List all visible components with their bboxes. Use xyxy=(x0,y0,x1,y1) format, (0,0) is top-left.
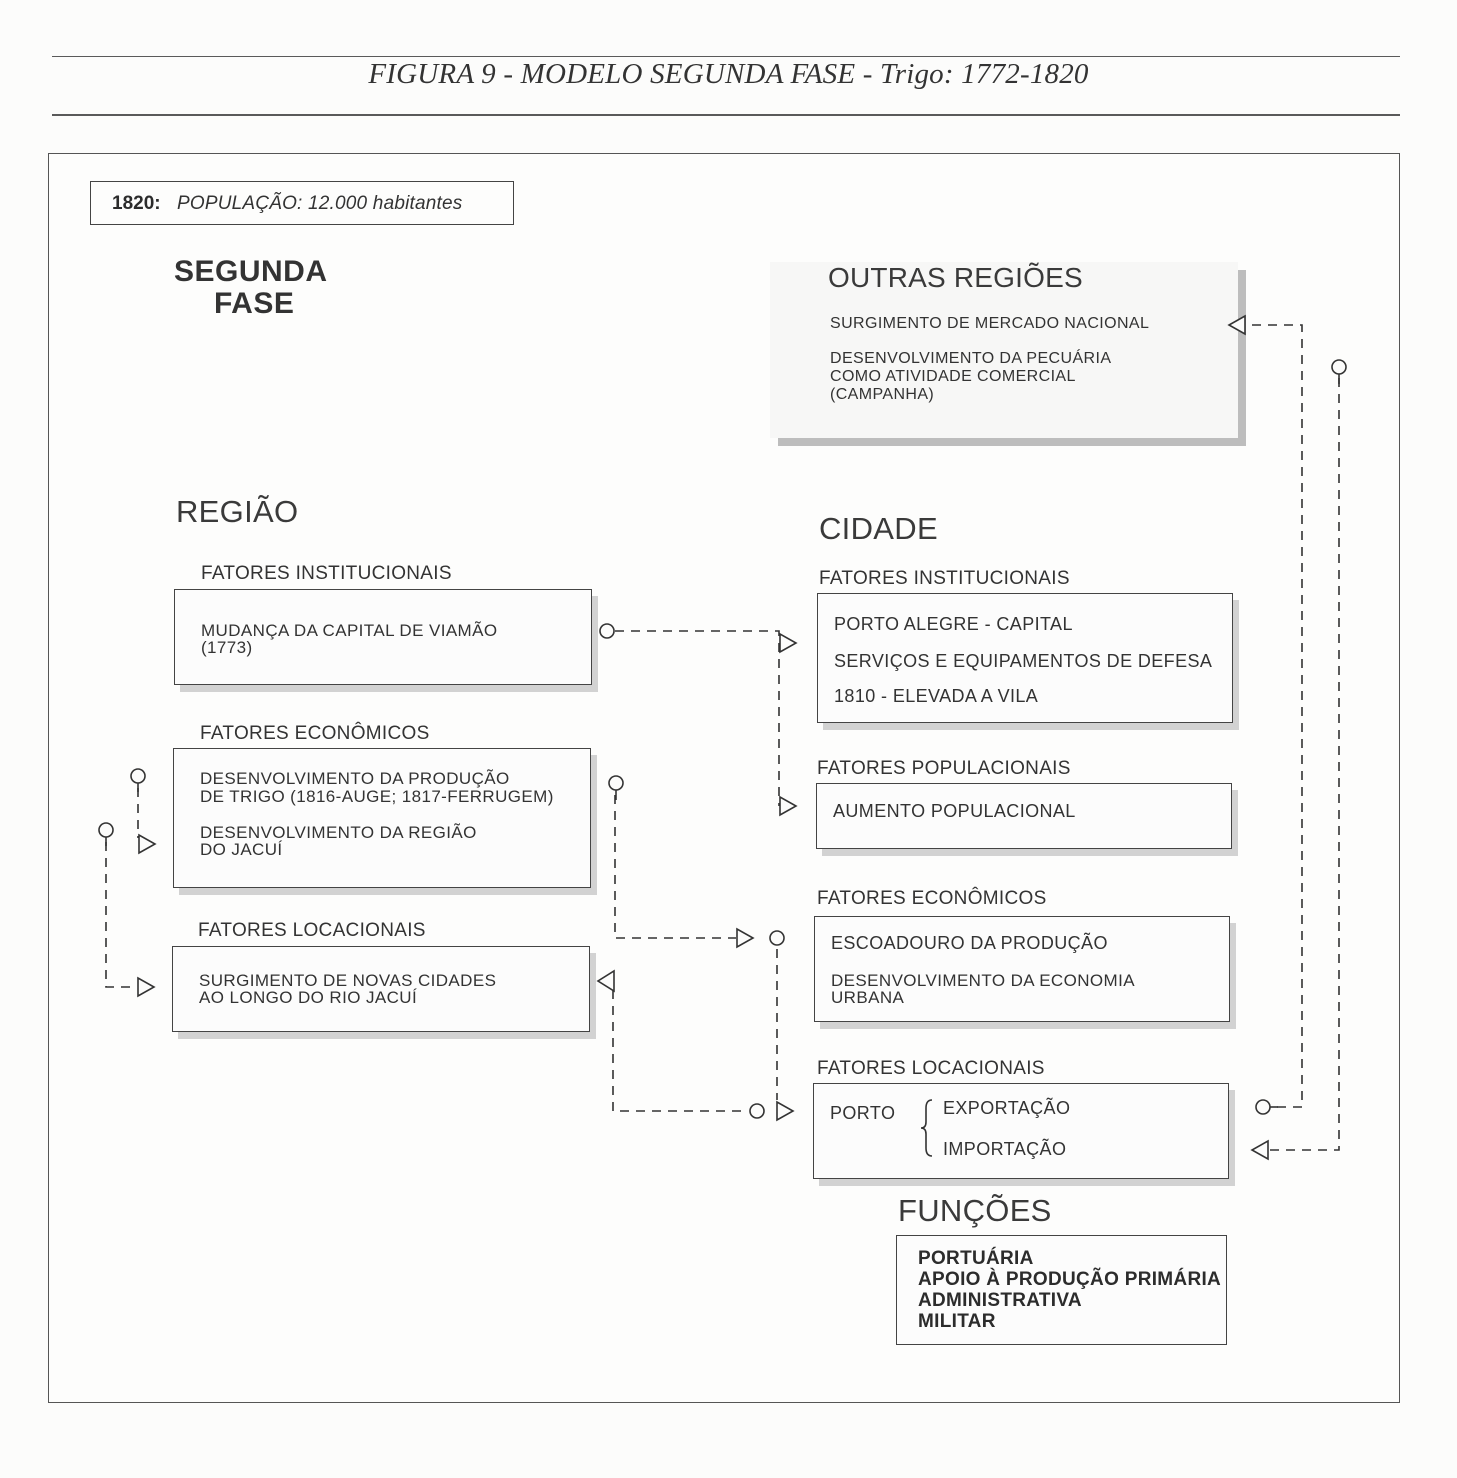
regiao-economicos-text-3: DESENVOLVIMENTO DA REGIÃO xyxy=(200,823,477,842)
cidade-locacionais-label: FATORES LOCACIONAIS xyxy=(817,1058,1045,1079)
cidade-populacionais-label: FATORES POPULACIONAIS xyxy=(817,758,1071,779)
arrow-to-cidade-loc xyxy=(776,1100,795,1122)
origin-circle-inst xyxy=(599,623,615,639)
cidade-populacionais-box: AUMENTO POPULACIONAL xyxy=(816,783,1232,849)
regiao-economicos-text-2: DE TRIGO (1816-AUGE; 1817-FERRUGEM) xyxy=(200,787,554,806)
outras-regioes-panel xyxy=(770,262,1238,438)
connector-right-outer xyxy=(1268,378,1340,1151)
regiao-institucionais-box: MUDANÇA DA CAPITAL DE VIAMÃO (1773) xyxy=(174,589,592,685)
arrow-to-cidade-inst xyxy=(779,632,798,654)
origin-circle-cidade-econ xyxy=(769,930,785,946)
cidade-institucionais-box: PORTO ALEGRE - CAPITAL SERVIÇOS E EQUIPA… xyxy=(817,593,1233,723)
population-text: POPULAÇÃO: 12.000 habitantes xyxy=(177,193,463,214)
regiao-locacionais-text-1: SURGIMENTO DE NOVAS CIDADES xyxy=(199,971,497,990)
regiao-title: REGIÃO xyxy=(176,494,299,529)
arrow-to-cidade-pop xyxy=(779,795,798,817)
origin-circle-left-long xyxy=(98,822,114,838)
population-box: 1820: POPULAÇÃO: 12.000 habitantes xyxy=(90,181,514,225)
phase-line-1: SEGUNDA xyxy=(174,255,328,288)
cidade-populacionais-text-1: AUMENTO POPULACIONAL xyxy=(833,801,1076,821)
origin-circle-right-outer xyxy=(1331,359,1347,375)
funcoes-box: PORTUÁRIA APOIO À PRODUÇÃO PRIMÁRIA ADMI… xyxy=(896,1235,1227,1345)
regiao-institucionais-text-2: (1773) xyxy=(201,638,253,657)
cidade-economicos-box: ESCOADOURO DA PRODUÇÃO DESENVOLVIMENTO D… xyxy=(814,916,1230,1022)
cidade-locacionais-porto: PORTO xyxy=(830,1103,896,1123)
top-rule xyxy=(52,56,1400,57)
regiao-economicos-text-1: DESENVOLVIMENTO DA PRODUÇÃO xyxy=(200,769,510,788)
arrow-to-cidade-loc-right xyxy=(1250,1139,1269,1161)
connector-right-inner xyxy=(1249,324,1303,1108)
cidade-institucionais-text-2: SERVIÇOS E EQUIPAMENTOS DE DEFESA xyxy=(834,651,1213,671)
regiao-economicos-label: FATORES ECONÔMICOS xyxy=(200,723,430,744)
connector-econ-to-cidade xyxy=(614,795,736,939)
regiao-economicos-box: DESENVOLVIMENTO DA PRODUÇÃO DE TRIGO (18… xyxy=(173,748,591,888)
regiao-economicos-text-4: DO JACUÍ xyxy=(200,840,283,859)
connector-left-long xyxy=(105,842,130,988)
arrow-to-cidade-econ xyxy=(736,927,755,949)
funcoes-administrativa: ADMINISTRATIVA xyxy=(918,1290,1082,1311)
cidade-economicos-text-3: URBANA xyxy=(831,988,905,1007)
cidade-locacionais-importacao: IMPORTAÇÃO xyxy=(943,1139,1067,1159)
regiao-locacionais-text-2: AO LONGO DO RIO JACUÍ xyxy=(199,988,418,1007)
outras-regioes-item-pecuaria-2: COMO ATIVIDADE COMERCIAL xyxy=(830,368,1076,385)
cidade-institucionais-label: FATORES INSTITUCIONAIS xyxy=(819,568,1070,589)
funcoes-apoio: APOIO À PRODUÇÃO PRIMÁRIA xyxy=(918,1269,1222,1290)
funcoes-militar: MILITAR xyxy=(918,1311,996,1332)
origin-circle-econ xyxy=(608,775,624,791)
arrow-left-long xyxy=(137,976,156,998)
outras-regioes-title: OUTRAS REGIÕES xyxy=(828,262,1083,293)
funcoes-portuaria: PORTUÁRIA xyxy=(918,1248,1034,1269)
phase-line-2: FASE xyxy=(214,287,295,320)
cidade-locacionais-exportacao: EXPORTAÇÃO xyxy=(943,1098,1071,1118)
curly-brace-icon xyxy=(920,1099,933,1157)
cidade-economicos-label: FATORES ECONÔMICOS xyxy=(817,888,1047,909)
arrow-to-outras-regioes xyxy=(1227,314,1246,336)
funcoes-title: FUNÇÕES xyxy=(898,1193,1052,1228)
outras-regioes-item-pecuaria-1: DESENVOLVIMENTO DA PECUÁRIA xyxy=(830,350,1112,367)
outras-regioes-item-pecuaria-3: (CAMPANHA) xyxy=(830,386,935,403)
connector-inst-to-cidade xyxy=(615,630,780,806)
arrow-to-region-loc xyxy=(596,969,615,993)
cidade-economicos-text-1: ESCOADOURO DA PRODUÇÃO xyxy=(831,933,1108,953)
title-underline xyxy=(52,114,1400,116)
regiao-institucionais-label: FATORES INSTITUCIONAIS xyxy=(201,563,452,584)
cidade-institucionais-text-3: 1810 - ELEVADA A VILA xyxy=(834,686,1039,706)
outras-regioes-item-mercado: SURGIMENTO DE MERCADO NACIONAL xyxy=(830,315,1150,332)
arrow-left-short xyxy=(138,833,157,855)
population-year: 1820: xyxy=(112,193,161,214)
regiao-locacionais-box: SURGIMENTO DE NOVAS CIDADES AO LONGO DO … xyxy=(172,946,590,1032)
origin-circle-right-inner xyxy=(1255,1099,1271,1115)
origin-circle-bottom xyxy=(749,1103,765,1119)
regiao-locacionais-label: FATORES LOCACIONAIS xyxy=(198,920,426,941)
cidade-economicos-text-2: DESENVOLVIMENTO DA ECONOMIA xyxy=(831,971,1135,990)
cidade-institucionais-text-1: PORTO ALEGRE - CAPITAL xyxy=(834,614,1073,634)
cidade-title: CIDADE xyxy=(819,511,938,546)
figure-title: FIGURA 9 - MODELO SEGUNDA FASE - Trigo: … xyxy=(368,58,1089,90)
connector-to-region-loc xyxy=(612,990,748,1112)
cidade-locacionais-box: PORTO EXPORTAÇÃO IMPORTAÇÃO xyxy=(813,1083,1229,1179)
origin-circle-left-short xyxy=(130,768,146,784)
regiao-institucionais-text-1: MUDANÇA DA CAPITAL DE VIAMÃO xyxy=(201,621,498,640)
